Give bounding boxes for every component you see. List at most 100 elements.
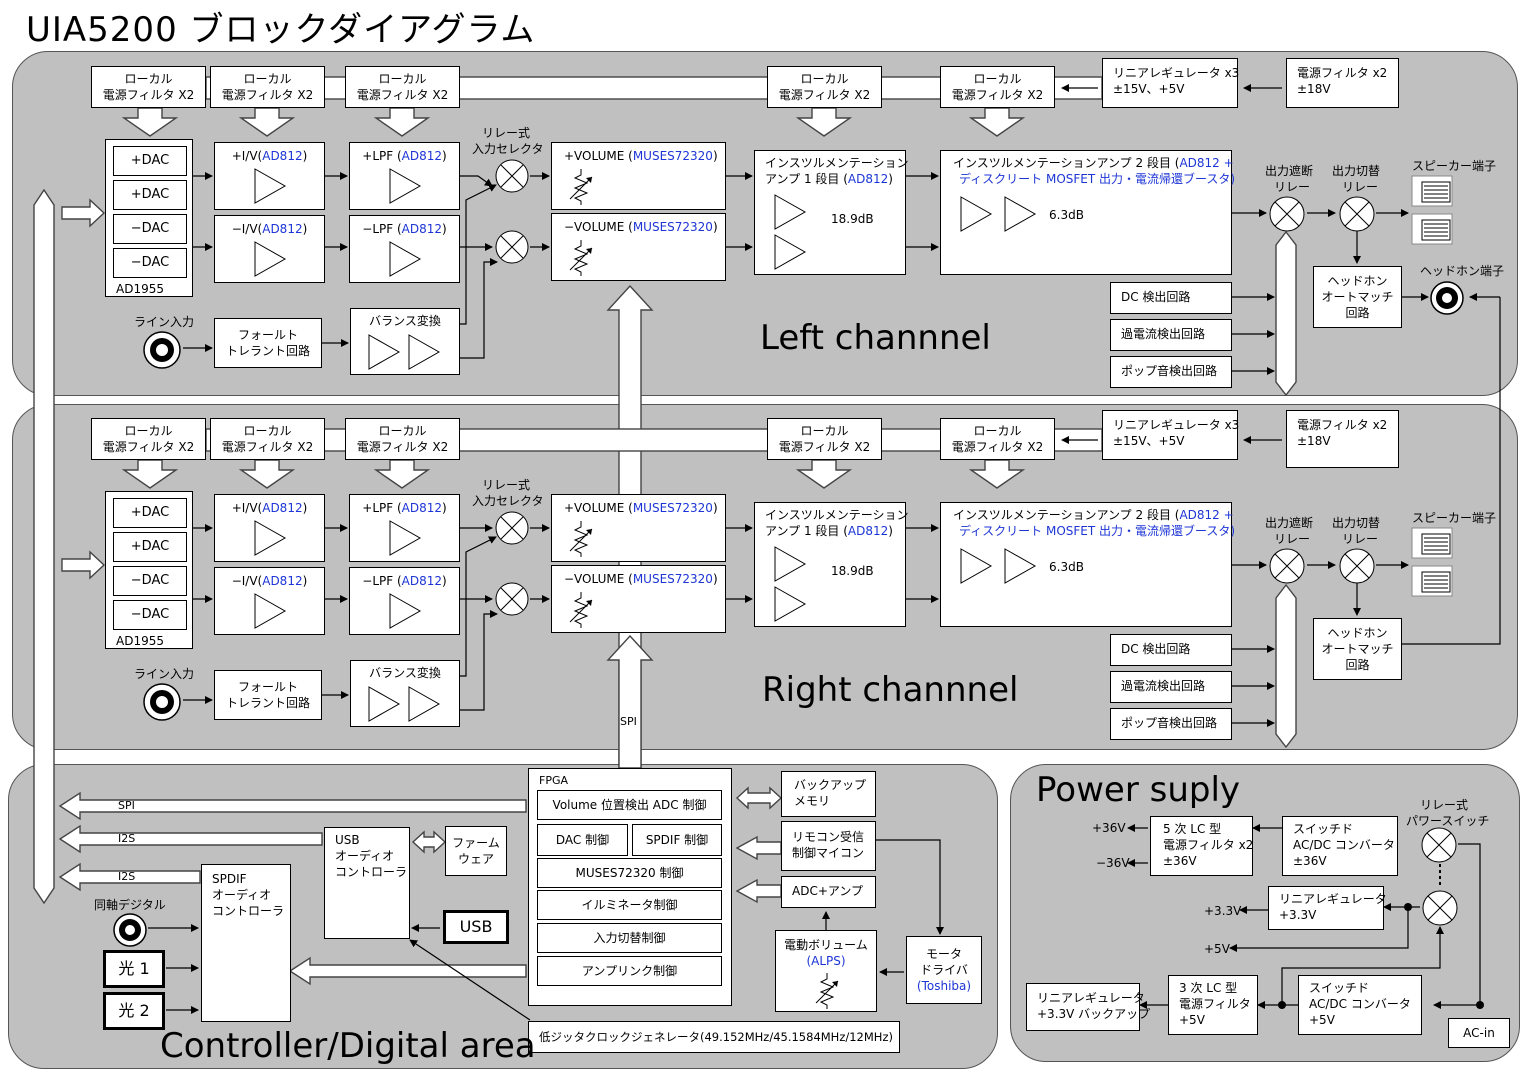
- overcurrent-detect-block: 過電流検出回路: [1110, 671, 1232, 703]
- chip-muses: MUSES72320: [632, 572, 713, 586]
- potentiometer-icon: [815, 973, 839, 1009]
- local-filter-line1: ローカル: [124, 72, 173, 86]
- iv-minus-block: −I/V(AD812): [214, 215, 325, 283]
- pop-label: ポップ音検出回路: [1121, 364, 1218, 378]
- dac-minus-2: −DAC: [113, 248, 187, 278]
- inst-amp2-block: インスツルメンテーションアンプ 2 段目 (AD812 +ディスクリート MOS…: [940, 502, 1235, 627]
- inst-amp2-block: インスツルメンテーションアンプ 2 段目 (AD812 +ディスクリート MOS…: [940, 150, 1235, 275]
- local-filter-iv: ローカル電源フィルタ X2: [210, 66, 325, 108]
- opamp-icon: [389, 593, 422, 629]
- motor-vol-label: 電動ボリューム: [784, 938, 868, 952]
- opamp-icon: [368, 686, 441, 722]
- psf-line2: ±18V: [1297, 434, 1331, 448]
- relay-cut-label-2: リレー: [1274, 180, 1311, 194]
- chip-ad812: AD812: [262, 222, 303, 236]
- fpga-muses-ctrl: MUSES72320 制御: [537, 858, 722, 888]
- lpf-minus-block: −LPF (AD812): [349, 215, 460, 283]
- overcurrent-detect-block: 過電流検出回路: [1110, 319, 1232, 351]
- dac-label: −DAC: [130, 255, 170, 270]
- psf-line1: 電源フィルタ x2: [1297, 418, 1388, 432]
- firmware-line1: ファーム: [452, 836, 500, 850]
- usb-port[interactable]: USB: [443, 910, 509, 944]
- speaker-label: スピーカー端子: [1412, 159, 1497, 173]
- dac-label: +DAC: [130, 153, 170, 168]
- fpga-item-label: MUSES72320 制御: [575, 866, 684, 880]
- sw36-line2: AC/DC コンバータ: [1293, 838, 1395, 852]
- ac-inlet-block[interactable]: AC-in: [1448, 1018, 1510, 1048]
- lc5-filter-block: 5 次 LC 型電源フィルタ x2±36V: [1150, 816, 1253, 876]
- hp-line2: オートマッチ: [1321, 642, 1394, 656]
- diagram-title: UIA5200 ブロックダイアグラム: [26, 10, 536, 50]
- power-relay-icon: [1422, 890, 1458, 926]
- paren: ): [888, 172, 893, 186]
- relay-switch-label-1: 出力切替: [1332, 164, 1381, 178]
- regulator-line1: リニアレギュレータ x3: [1113, 66, 1240, 80]
- plus-sign: +: [1219, 508, 1234, 522]
- local-filter-dac: ローカル電源フィルタ X2: [91, 418, 206, 460]
- relay-cut-label-1: 出力遮断: [1265, 164, 1314, 178]
- output-switch-relay-icon: [1339, 196, 1375, 232]
- headphone-automatch-block: ヘッドホンオートマッチ回路: [1313, 266, 1402, 328]
- optical-input-1[interactable]: 光 1: [103, 950, 165, 988]
- power-label: Power suply: [1036, 770, 1241, 810]
- local-filter-line1: ローカル: [378, 424, 427, 438]
- dac-chip-label: AD1955: [116, 282, 164, 296]
- output-cut-relay-icon: [1269, 548, 1305, 584]
- fault-line1: フォールト: [237, 328, 298, 342]
- pop-label: ポップ音検出回路: [1121, 716, 1218, 730]
- local-filter-line1: ローカル: [973, 72, 1022, 86]
- local-filter-line2: 電源フィルタ X2: [221, 440, 314, 454]
- iv-plus-block: +I/V(AD812): [214, 142, 325, 210]
- lpf-label: +LPF (: [362, 501, 402, 515]
- headphone-jack-icon: [1430, 281, 1464, 315]
- chip-ad812: AD812: [401, 574, 443, 588]
- line-input-label: ライン入力: [134, 667, 195, 681]
- paren: ): [712, 220, 718, 234]
- optical-input-2[interactable]: 光 2: [103, 992, 165, 1030]
- coax-label: 同軸デジタル: [94, 898, 166, 912]
- optical-label: 光 1: [118, 959, 150, 978]
- remote-line2: 制御マイコン: [792, 846, 865, 860]
- paren: ): [302, 501, 308, 515]
- dac-minus-2: −DAC: [113, 600, 187, 630]
- remote-receiver-block: リモコン受信制御マイコン: [781, 821, 876, 871]
- inst2-line1: インスツルメンテーションアンプ 2 段目 (: [953, 156, 1180, 170]
- inst1-gain: 18.9dB: [831, 564, 874, 578]
- inst2-gain: 6.3dB: [1049, 208, 1084, 222]
- lc3-line3: +5V: [1179, 1013, 1205, 1027]
- rail-plus5: +5V: [1204, 942, 1230, 956]
- local-filter-line2: 電源フィルタ X2: [102, 440, 195, 454]
- backup-line1: バックアップ: [794, 778, 867, 792]
- chip-muses: MUSES72320: [632, 501, 713, 515]
- opamp-icon: [254, 593, 287, 629]
- rca-jack-icon: [143, 331, 181, 369]
- lpf-label: −LPF (: [362, 222, 402, 236]
- coax-jack-icon[interactable]: [112, 912, 148, 948]
- fpga-item-label: 入力切替制御: [593, 931, 666, 945]
- spdif-line1: SPDIF: [212, 872, 247, 886]
- relay-selector-icon: [495, 159, 529, 193]
- alps-label: ALPS: [811, 954, 841, 968]
- potentiometer-icon: [569, 592, 593, 628]
- fault-line1: フォールト: [237, 680, 298, 694]
- overcurrent-label: 過電流検出回路: [1121, 679, 1206, 693]
- toshiba-label: Toshiba: [921, 979, 967, 993]
- usb-ctrl-line2: オーディオ: [335, 849, 395, 863]
- clock-label: 低ジッタクロックジェネレータ(49.152MHz/45.1584MHz/12MH…: [539, 1030, 893, 1044]
- local-filter-line1: ローカル: [243, 424, 292, 438]
- paren: ): [442, 149, 447, 163]
- adc-amp-block: ADC+アンプ: [781, 876, 876, 908]
- paren: ): [442, 222, 447, 236]
- backup-memory-block: バックアップメモリ: [781, 771, 876, 817]
- local-filter-line2: 電源フィルタ X2: [778, 440, 871, 454]
- reg33-block: リニアレギュレータ+3.3V: [1268, 886, 1387, 930]
- local-filter-line1: ローカル: [378, 72, 427, 86]
- local-filter-lpf: ローカル電源フィルタ X2: [345, 66, 460, 108]
- spi-label: SPI: [118, 799, 135, 812]
- remote-line1: リモコン受信: [792, 830, 865, 844]
- relay-power-label-1: リレー式: [1420, 798, 1469, 812]
- iv-label: −I/V(: [231, 222, 263, 236]
- opamp-icon: [960, 196, 1037, 232]
- fpga-label: FPGA: [539, 774, 569, 787]
